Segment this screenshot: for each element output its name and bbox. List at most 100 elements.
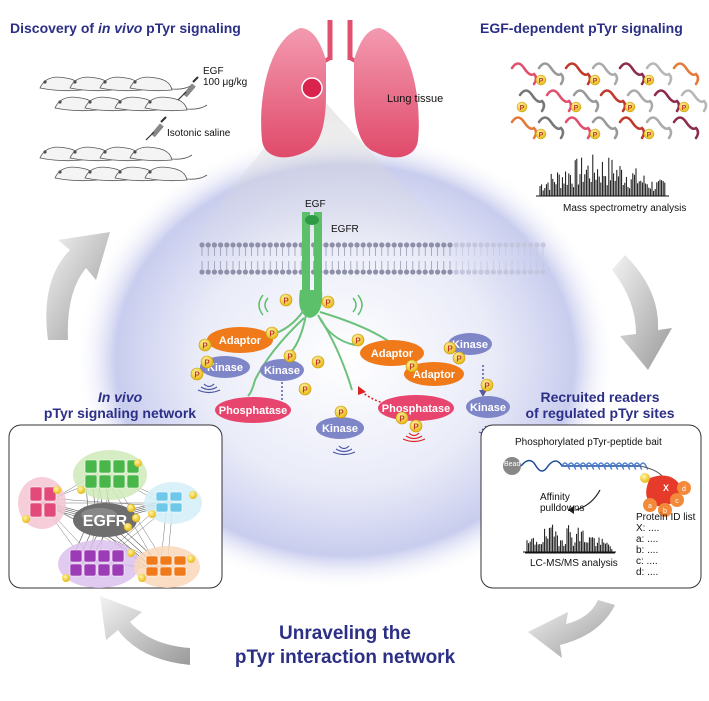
readers-title-line2: of regulated pTyr sites <box>525 405 675 421</box>
discovery-title-suffix: pTyr signaling <box>142 20 241 36</box>
arrow-right-down <box>612 255 672 370</box>
protein-cluster <box>58 540 140 588</box>
kinase-node: Kinase <box>448 333 492 355</box>
protein-cluster <box>134 546 200 588</box>
phospho-site: P <box>409 419 423 433</box>
svg-text:P: P <box>539 132 544 139</box>
protein-cluster <box>144 482 202 524</box>
svg-text:P: P <box>539 78 544 85</box>
lcms-label: LC-MS/MS analysis <box>530 558 618 569</box>
phospho-site: P <box>395 411 409 425</box>
signal-waves <box>258 294 363 316</box>
adaptor-node-label: Adaptor <box>413 369 456 381</box>
phospho-site: P <box>190 367 204 381</box>
phospho-site: P <box>334 405 348 419</box>
egf-label: EGF <box>305 199 326 210</box>
cluster-label: d <box>682 486 686 493</box>
discovery-title-italic: in vivo <box>97 20 143 36</box>
svg-text:P: P <box>194 371 200 380</box>
protein-list-item: d: .... <box>636 567 659 578</box>
egfr-label: EGFR <box>331 224 359 235</box>
kinase-node-label: Kinase <box>470 402 506 414</box>
protein-cluster <box>18 477 66 529</box>
protein-id-list: Protein ID list X: ....a: ....b: ....c: … <box>636 512 695 578</box>
svg-text:P: P <box>399 415 405 424</box>
svg-text:P: P <box>287 353 293 362</box>
discovery-title-prefix: Discovery of <box>10 20 98 36</box>
lcms-spectrum <box>523 524 616 553</box>
cluster-label: a <box>648 503 652 510</box>
kinase-node-label: Kinase <box>322 423 358 435</box>
kinase-node: Kinase <box>466 396 510 418</box>
svg-text:P: P <box>682 105 687 112</box>
in-vivo-title-line1: In vivo <box>97 389 143 405</box>
adaptor-node: Adaptor <box>404 362 464 386</box>
svg-text:P: P <box>325 299 331 308</box>
svg-text:P: P <box>315 359 321 368</box>
egf-name: EGF <box>203 66 224 77</box>
phosphatase-node: Phosphatase <box>378 395 454 421</box>
readers-title: Recruited readers of regulated pTyr site… <box>500 389 700 421</box>
egfr-receptor <box>299 212 323 318</box>
center-nodes: AdaptorKinasePhosphataseKinaseKinaseAdap… <box>190 293 510 439</box>
svg-text:P: P <box>484 382 490 391</box>
lung-beam <box>175 88 470 260</box>
protein-list-item: a: .... <box>636 534 659 545</box>
protein-list-title: Protein ID list <box>636 512 696 523</box>
bead-label: Bead <box>504 461 521 468</box>
bottom-title-line2: pTyr interaction network <box>234 647 456 668</box>
phospho-site: P <box>480 378 494 392</box>
phospho-site: P <box>405 359 419 373</box>
phospho-site: P <box>452 351 466 365</box>
svg-text:P: P <box>204 359 210 368</box>
pulldown-arrow <box>575 489 601 511</box>
mouse-icon <box>129 146 193 162</box>
adaptor-node-label: Adaptor <box>219 335 262 347</box>
phosphatase-node-label: Phosphatase <box>219 405 287 417</box>
arrow-bottom-right <box>528 600 615 658</box>
phospho-site: P <box>198 338 212 352</box>
egfr-hub-label: EGFR <box>83 513 128 530</box>
arrow-left-up <box>46 232 110 340</box>
egf-dose-label: EGF 100 μg/kg <box>203 66 247 88</box>
in-vivo-network-title: In vivo pTyr signaling network <box>22 389 218 421</box>
cluster-label: X <box>663 483 669 493</box>
lung-icon <box>261 20 419 158</box>
svg-text:P: P <box>338 409 344 418</box>
svg-text:P: P <box>647 132 652 139</box>
protein-list-item: c: .... <box>636 556 658 567</box>
mouse-icon <box>144 96 208 112</box>
svg-text:P: P <box>593 78 598 85</box>
mouse-icon <box>144 166 208 182</box>
svg-text:P: P <box>574 105 579 112</box>
adaptor-node: Adaptor <box>207 327 273 353</box>
svg-text:P: P <box>355 337 361 346</box>
phospho-site: P <box>321 295 335 309</box>
egf-dependent-title: EGF-dependent pTyr signaling <box>480 20 683 36</box>
bait-label: Phosphorylated pTyr-peptide bait <box>515 437 662 448</box>
discovery-title: Discovery of in vivo pTyr signaling <box>10 20 241 36</box>
egfr-hub: EGFR <box>73 503 141 537</box>
syringe-icon <box>177 76 199 101</box>
arrow-bottom-left <box>100 596 190 665</box>
syringe-icon <box>145 116 167 141</box>
svg-text:P: P <box>628 105 633 112</box>
svg-text:P: P <box>302 386 308 395</box>
cycle-arrows <box>46 232 672 665</box>
cell-membrane <box>199 242 546 275</box>
kinase-node-label: Kinase <box>264 365 300 377</box>
adaptor-node-label: Adaptor <box>371 348 414 360</box>
protein-list-item: X: .... <box>636 523 660 534</box>
kinase-node: Kinase <box>316 417 364 439</box>
cluster-label: b <box>663 508 667 515</box>
svg-text:P: P <box>413 423 419 432</box>
svg-text:P: P <box>269 330 275 339</box>
svg-text:P: P <box>593 132 598 139</box>
emission-waves <box>197 383 502 456</box>
mouse-icon <box>129 76 193 92</box>
egf-dose: 100 μg/kg <box>203 77 248 88</box>
kinase-node-label: Kinase <box>207 362 243 374</box>
